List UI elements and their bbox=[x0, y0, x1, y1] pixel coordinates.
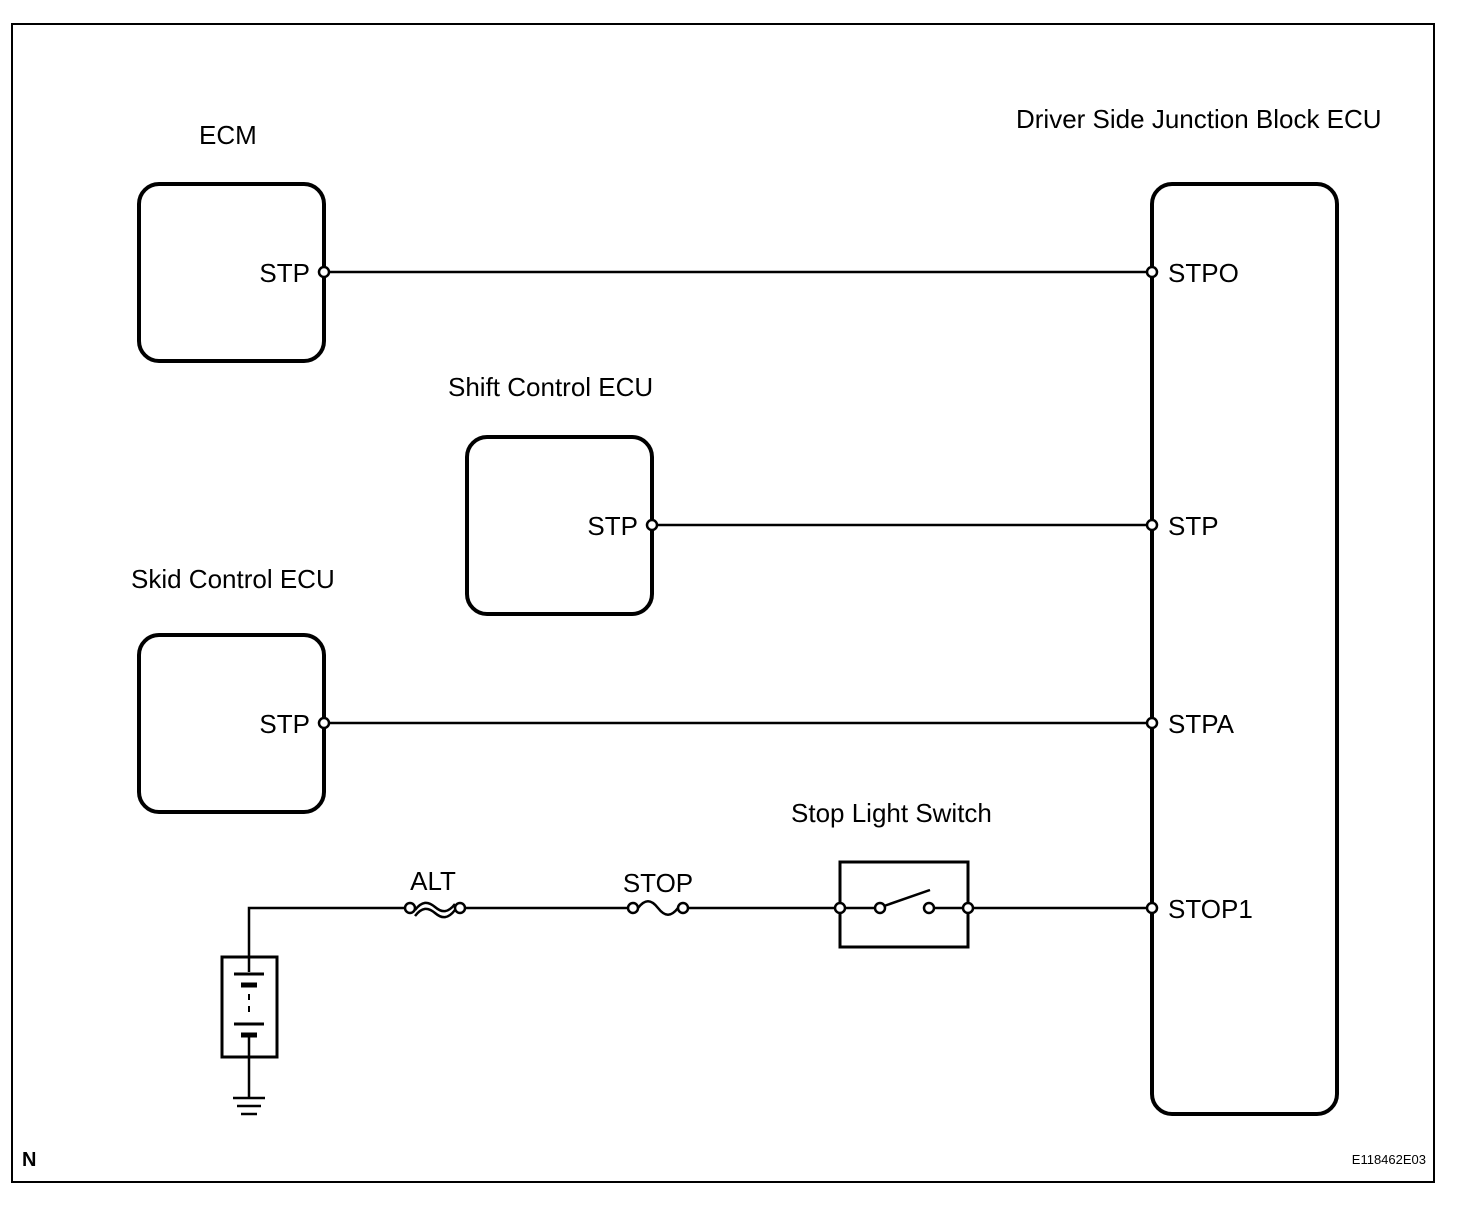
junction-block-ecu-unit: Driver Side Junction Block ECU STPO STP … bbox=[1016, 104, 1382, 1116]
alt-fuse-label: ALT bbox=[410, 866, 456, 896]
jb-pin-stpa-label: STPA bbox=[1168, 709, 1235, 739]
ground-icon bbox=[233, 1057, 265, 1116]
stop-switch-title: Stop Light Switch bbox=[791, 798, 992, 828]
jb-pin-stp-label: STP bbox=[1168, 511, 1219, 541]
shift-stp-terminal bbox=[645, 518, 659, 532]
ecm-pin-label: STP bbox=[259, 258, 310, 288]
ecm-title: ECM bbox=[199, 120, 257, 150]
shift-control-ecu-unit: Shift Control ECU STP bbox=[448, 372, 654, 616]
skid-control-ecu-unit: Skid Control ECU STP bbox=[131, 564, 335, 814]
power-circuit bbox=[247, 901, 1159, 957]
stop-fuse-label: STOP bbox=[623, 868, 693, 898]
stop-switch-box bbox=[838, 860, 970, 949]
switch-icon: Stop Light Switch bbox=[791, 798, 992, 949]
wire-battery-to-alt bbox=[247, 906, 410, 957]
jb-stpa-terminal bbox=[1145, 716, 1159, 730]
jb-ecu-box bbox=[1150, 182, 1339, 1116]
skid-ecu-title: Skid Control ECU bbox=[131, 564, 335, 594]
skid-stp-terminal bbox=[317, 716, 331, 730]
jb-stpo-terminal bbox=[1145, 265, 1159, 279]
jb-stp-terminal bbox=[1145, 518, 1159, 532]
jb-ecu-title: Driver Side Junction Block ECU bbox=[1016, 104, 1382, 134]
shift-ecu-pin-label: STP bbox=[587, 511, 638, 541]
battery-icon bbox=[220, 955, 279, 1059]
skid-ecu-pin-label: STP bbox=[259, 709, 310, 739]
corner-mark: N bbox=[22, 1149, 36, 1171]
ecm-unit: ECM STP bbox=[137, 120, 326, 363]
diagram-frame bbox=[11, 23, 1435, 1183]
fuse-icon: STOP bbox=[623, 868, 693, 916]
fusible-link-icon: ALT bbox=[403, 866, 467, 919]
jb-pin-stpo-label: STPO bbox=[1168, 258, 1239, 288]
ecm-stp-terminal bbox=[317, 265, 331, 279]
figure-code: E118462E03 bbox=[1352, 1152, 1426, 1167]
shift-ecu-title: Shift Control ECU bbox=[448, 372, 653, 402]
jb-stop1-terminal bbox=[1145, 901, 1159, 915]
jb-pin-stop1-label: STOP1 bbox=[1168, 894, 1253, 924]
